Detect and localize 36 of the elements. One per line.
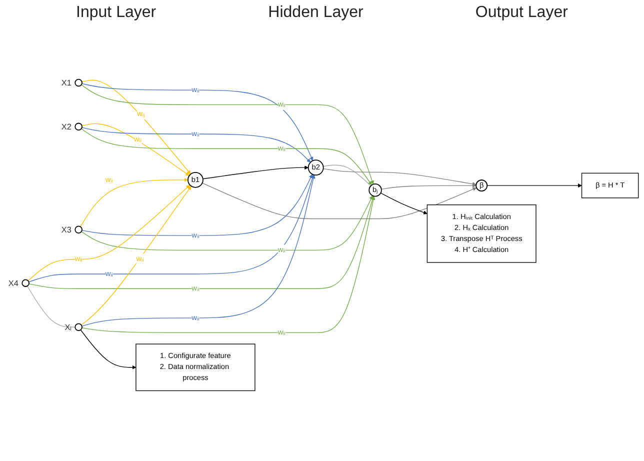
arrow <box>380 192 428 214</box>
arrow <box>82 82 314 160</box>
layer-heading: Hidden Layer <box>268 4 364 22</box>
arrow <box>381 183 476 189</box>
node-circle <box>74 225 82 234</box>
connector <box>322 164 372 186</box>
node-caption: X4 <box>8 278 18 288</box>
arrow <box>81 128 372 185</box>
arrow <box>82 174 313 236</box>
node-caption: X3 <box>61 224 72 234</box>
arrow <box>28 195 374 288</box>
arrow <box>82 126 311 162</box>
layer-heading: Input Layer <box>76 4 156 22</box>
connector <box>27 285 76 327</box>
arrow <box>82 79 191 174</box>
arrow <box>80 185 192 325</box>
arrow <box>81 84 374 184</box>
arrow <box>82 174 316 326</box>
arrow <box>80 329 136 369</box>
node-circle <box>74 122 82 130</box>
arrow <box>82 195 376 332</box>
node-caption: X2 <box>61 122 72 131</box>
arrow <box>81 194 373 250</box>
arrow <box>80 177 188 227</box>
arrow <box>486 183 582 188</box>
layer-heading: Output Layer <box>475 4 568 22</box>
node-circle <box>74 322 82 331</box>
arrow <box>202 165 309 179</box>
arrow <box>28 184 190 281</box>
arrow <box>82 122 190 176</box>
node-circle <box>22 278 30 286</box>
node-caption: Xᵢ <box>64 322 72 332</box>
node-circle <box>74 78 82 86</box>
arrow <box>322 168 476 186</box>
node-caption: X1 <box>61 78 72 87</box>
arrow <box>28 174 314 282</box>
